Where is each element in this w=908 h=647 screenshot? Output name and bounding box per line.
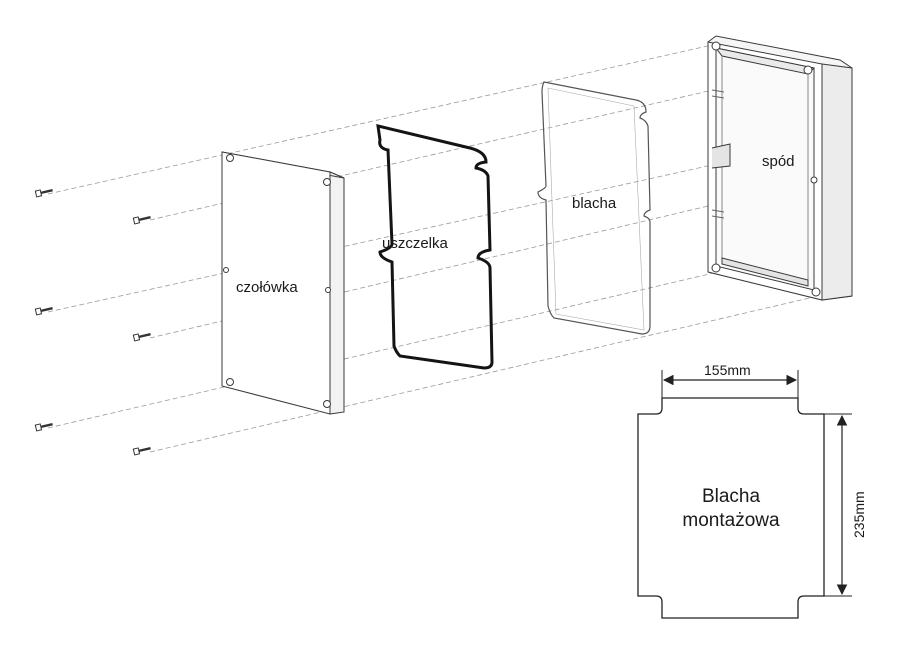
front-cover-label: czołówka <box>236 279 298 296</box>
screw-3 <box>34 307 53 316</box>
plate-dimension-drawing: 155mm 235mm Blacha montażowa <box>637 362 867 619</box>
enclosure-base: spód <box>707 35 853 301</box>
plate-title-line2: montażowa <box>682 510 780 531</box>
mounting-plate-label: blacha <box>572 195 617 212</box>
mounting-plate: blacha <box>537 81 651 335</box>
gasket: uszczelka <box>376 124 494 370</box>
plate-outline <box>637 397 825 619</box>
screw-4 <box>132 333 151 342</box>
plate-title-line1: Blacha <box>702 486 761 507</box>
gasket-label: uszczelka <box>382 235 449 252</box>
width-dimension-label: 155mm <box>704 362 751 378</box>
front-cover: czołówka <box>221 151 345 415</box>
screw-6 <box>132 447 151 456</box>
guide-line-3 <box>47 164 713 313</box>
screw-5 <box>34 423 53 432</box>
guide-line-6 <box>149 295 819 453</box>
guide-line-5 <box>47 271 719 429</box>
guide-line-1 <box>47 44 713 195</box>
screws <box>34 189 151 456</box>
enclosure-base-label: spód <box>762 153 795 170</box>
height-dimension-label: 235mm <box>851 491 867 538</box>
screw-2 <box>132 216 151 225</box>
screw-1 <box>34 189 53 198</box>
